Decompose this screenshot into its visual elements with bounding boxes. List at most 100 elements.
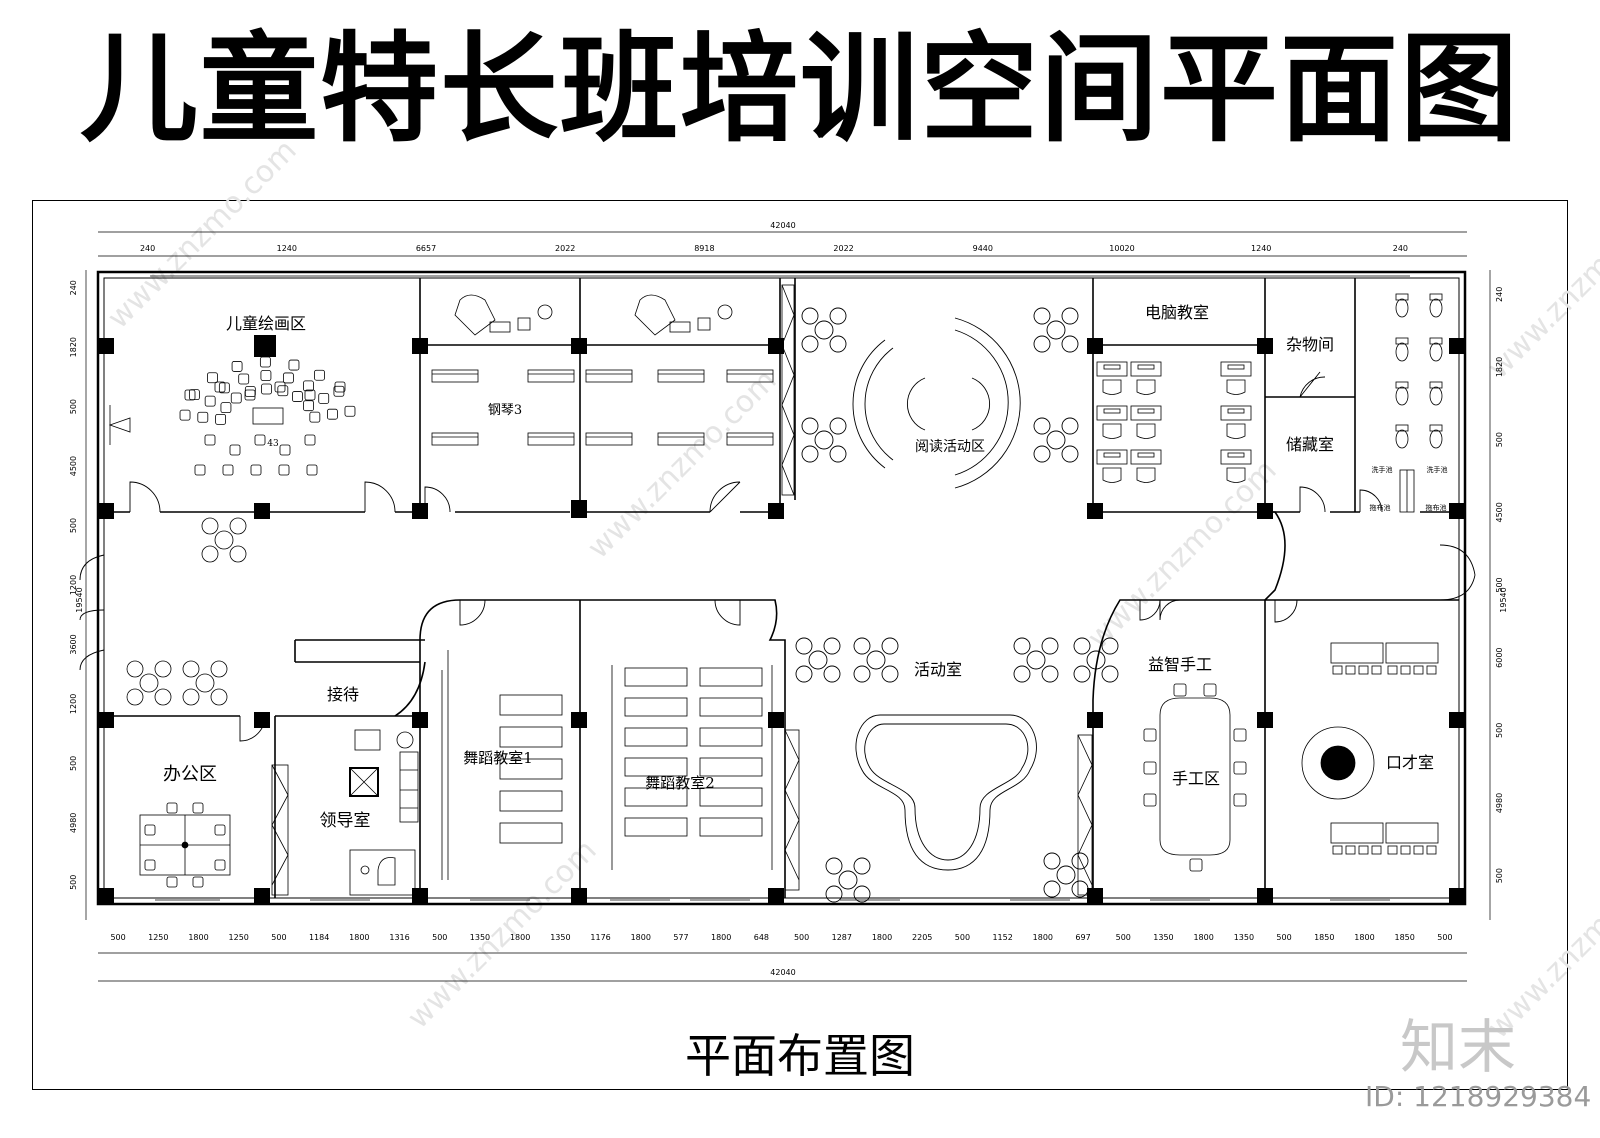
piano-icon	[585, 432, 633, 446]
dance-mat	[699, 727, 763, 747]
dimension-value: 1350	[550, 933, 570, 942]
piano-icon	[431, 369, 479, 383]
computer-desk-icon	[1130, 361, 1162, 395]
dimension-value: 240	[140, 244, 155, 253]
piano-icon	[431, 432, 479, 446]
dimension-value: 1250	[229, 933, 249, 942]
dimension-value: 1800	[349, 933, 369, 942]
round-table-icon	[1043, 852, 1089, 898]
chair-icon	[204, 434, 216, 446]
dimension-value: 500	[432, 933, 447, 942]
computer-desk-icon	[1220, 361, 1252, 395]
computer-desk-icon	[1096, 449, 1128, 483]
desk-icon	[1330, 642, 1384, 675]
chair-icon	[314, 369, 325, 381]
chair-icon	[229, 444, 241, 456]
label-mop-left: 拖布池	[1370, 503, 1391, 512]
chair-icon	[214, 824, 226, 836]
piano-icon	[527, 432, 575, 446]
chair-icon	[344, 405, 356, 417]
drawing-furniture	[108, 356, 356, 476]
watermark-layer: www.znzmo.com www.znzmo.com www.znzmo.co…	[101, 133, 1600, 1046]
reading-furniture	[801, 307, 1079, 489]
speech-furniture	[1301, 642, 1439, 855]
activity-furniture	[795, 637, 1119, 903]
room-label-piano: 钢琴3	[488, 403, 522, 418]
dimension-value: 1200	[69, 694, 78, 714]
chair-icon	[144, 824, 156, 836]
chair-icon	[279, 444, 291, 456]
interior-walls	[104, 278, 1459, 898]
round-table-icon	[126, 660, 172, 706]
lobby-furniture	[126, 517, 247, 706]
dimension-value: 1250	[148, 933, 168, 942]
room-label-dance1: 舞蹈教室1	[463, 749, 533, 767]
chair-icon	[214, 859, 226, 871]
dance-mat	[699, 817, 763, 837]
desk-icon	[1385, 822, 1439, 855]
watermark-text: www.znzmo.com	[1481, 183, 1600, 386]
round-table-icon	[795, 637, 841, 683]
dimension-value: 2022	[555, 244, 575, 253]
chair-icon	[166, 802, 178, 814]
chair-icon	[303, 400, 314, 412]
chair-icon	[288, 359, 300, 371]
computer-desk-icon	[1130, 449, 1162, 483]
chair-icon	[231, 361, 243, 372]
chair-icon	[222, 464, 234, 476]
chair-icon	[260, 370, 272, 381]
office-furniture	[139, 802, 231, 888]
chair-icon	[1143, 728, 1157, 742]
dance-mat	[499, 822, 563, 844]
toilet-icon	[1429, 337, 1443, 362]
brand-logo: 知末	[1400, 1013, 1517, 1081]
dimension-value: 240	[1495, 287, 1504, 302]
dimension-value: 500	[1495, 577, 1504, 592]
chair-icon	[220, 402, 232, 414]
chair-icon	[274, 381, 286, 393]
dimension-value: 4500	[1495, 502, 1504, 522]
structural-columns	[98, 335, 1465, 904]
round-table-icon	[1073, 637, 1119, 683]
dance-mat	[499, 758, 563, 780]
room-label-office: 办公区	[163, 764, 217, 785]
chair-icon	[1203, 683, 1217, 697]
dance-mat	[699, 697, 763, 717]
dimension-value: 8918	[694, 244, 714, 253]
dimension-value: 500	[69, 518, 78, 533]
dimension-value: 1350	[1234, 933, 1254, 942]
chair-icon	[304, 389, 316, 401]
desk-icon	[1385, 642, 1439, 675]
chair-icon	[214, 381, 226, 393]
dimension-value: 1820	[1495, 357, 1504, 377]
round-table-icon	[801, 307, 847, 353]
drawing-frame	[32, 200, 1568, 1090]
chair-icon	[194, 464, 206, 476]
dimension-value: 1800	[1033, 933, 1053, 942]
dimension-value: 1800	[188, 933, 208, 942]
round-table-icon	[801, 417, 847, 463]
toilet-icon	[1429, 381, 1443, 406]
label-mop-right: 拖布池	[1426, 503, 1447, 512]
toilet-icon	[1429, 293, 1443, 318]
dance-mat	[499, 790, 563, 812]
round-table-icon	[201, 517, 247, 563]
room-label-dance2: 舞蹈教室2	[645, 774, 715, 792]
leader-furniture	[349, 729, 419, 896]
toilet-icon	[1395, 424, 1409, 449]
chair-icon	[230, 392, 242, 404]
chair-icon	[334, 381, 346, 393]
dimension-value: 500	[1495, 432, 1504, 447]
dimension-value: 500	[110, 933, 125, 942]
round-table-icon	[853, 637, 899, 683]
dimension-value: 1800	[711, 933, 731, 942]
chair-icon	[303, 380, 314, 392]
dimension-value: 240	[69, 280, 78, 295]
piano-furniture	[431, 294, 774, 446]
windows	[150, 271, 1410, 901]
dance-mat	[624, 727, 688, 747]
